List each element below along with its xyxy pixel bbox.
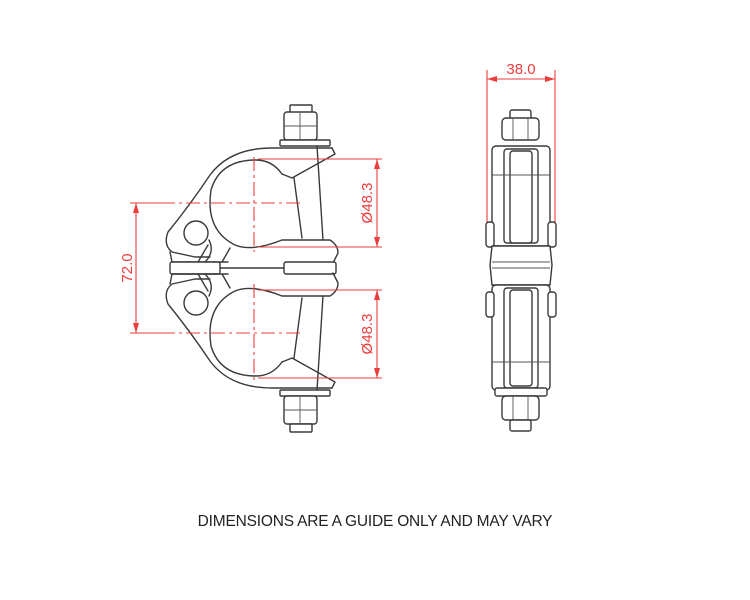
side-view: 38.0: [485, 61, 557, 432]
dimension-lower-diameter: Ø48.3: [258, 289, 382, 379]
side-hinge-icon: [489, 245, 553, 286]
front-view: 72.0 Ø48.3 Ø48.3: [119, 104, 382, 433]
side-lower-body-icon: [485, 284, 557, 397]
hinge-joint-icon: [169, 261, 337, 275]
upper-nut-icon: [279, 104, 331, 147]
lower-nut-icon: [279, 389, 331, 433]
side-top-nut-icon: [501, 109, 540, 141]
width-label: 38.0: [506, 61, 535, 78]
dimension-width: 38.0: [486, 61, 556, 222]
upper-diameter-label: Ø48.3: [359, 183, 376, 224]
disclaimer-note: DIMENSIONS ARE A GUIDE ONLY AND MAY VARY: [197, 513, 553, 530]
upper-clamp-icon: [165, 145, 339, 264]
dimension-center-distance: 72.0: [119, 202, 170, 334]
dimension-upper-diameter: Ø48.3: [258, 158, 382, 248]
lower-diameter-label: Ø48.3: [359, 314, 376, 355]
center-distance-label: 72.0: [119, 253, 136, 282]
side-upper-body-icon: [485, 145, 557, 248]
lower-clamp-icon: [165, 272, 339, 391]
side-bottom-nut-icon: [501, 395, 540, 432]
